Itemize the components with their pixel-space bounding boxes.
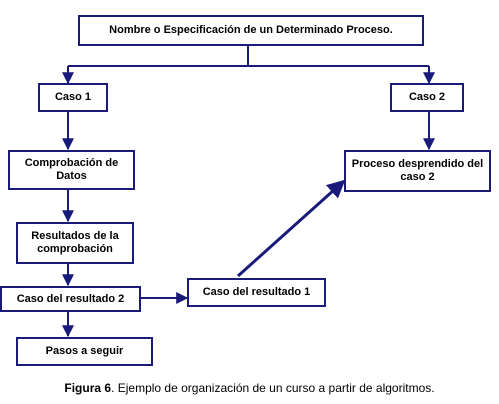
caso2-label: Caso 2: [408, 91, 446, 103]
caso1-label: Caso 1: [54, 91, 92, 103]
caso2-box: Caso 2: [390, 83, 464, 112]
caso-resultado-2-box: Caso del resultado 2: [0, 286, 141, 312]
caso-resultado-2-label: Caso del resultado 2: [16, 292, 125, 305]
caso-resultado-1-box: Caso del resultado 1: [187, 278, 326, 307]
caso1-box: Caso 1: [38, 83, 108, 112]
resultados-box: Resultados de la comprobación: [16, 222, 134, 264]
caption-label: Figura 6: [64, 381, 112, 395]
caso-resultado-1-label: Caso del resultado 1: [202, 286, 311, 298]
proceso-box: Proceso desprendido del caso 2: [344, 150, 491, 192]
pasos-box: Pasos a seguir: [16, 337, 153, 366]
root-box: Nombre o Especificación de un Determinad…: [78, 15, 424, 46]
comprobacion-box: Comprobación de Datos: [8, 150, 135, 190]
comprobacion-label: Comprobación de Datos: [24, 157, 119, 182]
figure-caption: Figura 6. Ejemplo de organización de un …: [0, 381, 499, 395]
arrow-diagonal-to-proceso: [236, 179, 346, 278]
resultados-label: Resultados de la comprobación: [31, 230, 119, 255]
root-label: Nombre o Especificación de un Determinad…: [109, 24, 393, 36]
caption-text: . Ejemplo de organización de un curso a …: [111, 381, 435, 395]
proceso-label: Proceso desprendido del caso 2: [351, 158, 484, 183]
pasos-label: Pasos a seguir: [45, 345, 124, 357]
